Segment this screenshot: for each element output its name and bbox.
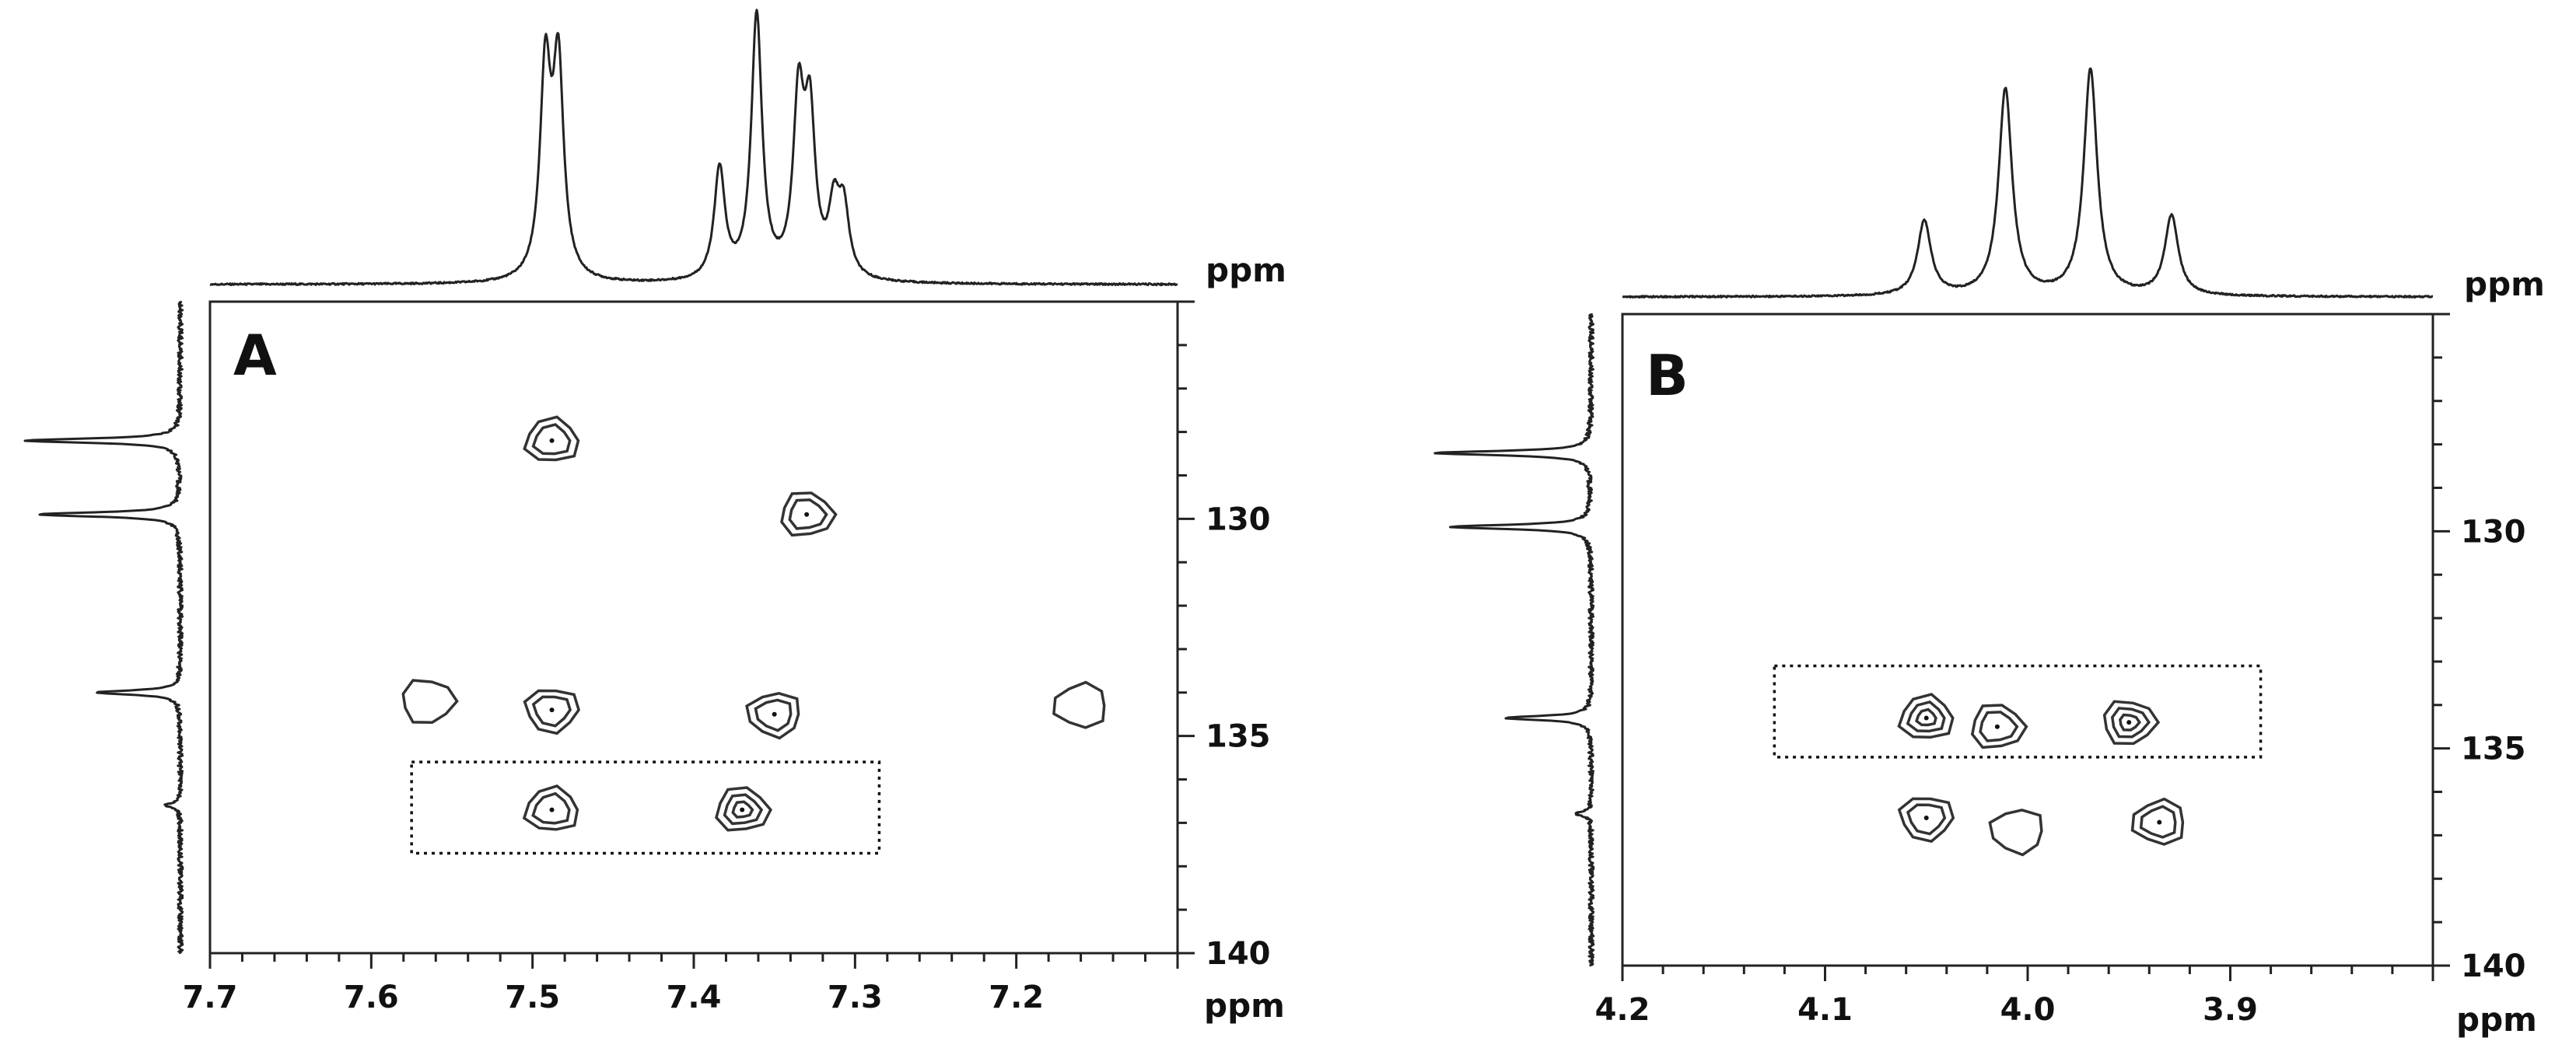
panel-b-letter: B	[1646, 343, 1689, 408]
cross-peak	[2102, 700, 2161, 746]
contour-level	[731, 800, 754, 819]
cross-peak	[1970, 704, 2028, 749]
contour-level	[2110, 707, 2151, 739]
cross-peak	[522, 784, 579, 831]
proton-projection-trace	[1622, 67, 2434, 299]
x-tick-label: 4.0	[2000, 992, 2056, 1028]
cross-peak	[1988, 809, 2043, 857]
cross-peak	[2130, 797, 2185, 846]
proton-projection-trace	[209, 9, 1178, 287]
y-tick-label: 135	[2461, 732, 2526, 767]
contour-level	[715, 786, 772, 832]
y-tick-label: 135	[1206, 719, 1271, 755]
contour-level	[523, 415, 580, 462]
cross-peak	[780, 491, 838, 537]
x-tick-label: 7.5	[505, 980, 560, 1015]
cross-peak	[1052, 680, 1106, 729]
panel-b-hsqc: B ppm ppm 4.2 4.1 4.0 3.9 130 135 140	[1433, 67, 2545, 1039]
panel-a-letter: A	[233, 323, 277, 388]
peak-center-dot	[2126, 720, 2132, 725]
cross-peak	[715, 786, 772, 832]
contour-level	[522, 784, 579, 831]
contour-level	[1897, 797, 1955, 844]
contour-level	[523, 689, 581, 735]
x-tick-label: 4.1	[1797, 992, 1853, 1028]
cross-peak	[1897, 797, 1955, 844]
contour-level	[1979, 711, 2019, 742]
carbon-projection-trace	[1433, 313, 1595, 967]
panel-a-plot-frame	[208, 300, 1179, 955]
x-tick-label: 7.7	[183, 980, 238, 1015]
contour-level	[788, 498, 828, 530]
contour-level	[2102, 700, 2161, 746]
x-tick-label: 7.3	[828, 980, 883, 1015]
x-tick-label: 4.2	[1595, 992, 1650, 1028]
y-tick-label: 130	[1206, 501, 1271, 537]
y-tick-label: 140	[1206, 936, 1271, 972]
contour-level	[745, 691, 800, 740]
x-tick-label: 3.9	[2203, 992, 2258, 1028]
highlight-box	[1773, 664, 2263, 759]
peak-center-dot	[549, 438, 555, 443]
panel-b-plot-frame	[1621, 313, 2434, 967]
contour-level	[531, 423, 572, 456]
contour-level	[1906, 700, 1946, 733]
panel-b-x-unit: ppm	[2456, 1001, 2537, 1039]
peak-center-dot	[1994, 724, 2000, 729]
contour-level	[2119, 713, 2141, 732]
panel-a-x-unit: ppm	[1204, 987, 1285, 1025]
contour-level	[531, 695, 572, 728]
panel-a-top-unit: ppm	[1206, 251, 1286, 289]
cross-peak	[401, 679, 459, 724]
cross-peak	[1897, 693, 1955, 739]
contour-level	[1988, 809, 2043, 857]
contour-level	[780, 491, 838, 537]
panel-b-top-unit: ppm	[2464, 265, 2545, 303]
peak-center-dot	[740, 807, 745, 812]
contour-level	[754, 698, 793, 732]
contour-level	[2130, 797, 2185, 846]
cross-peak	[523, 689, 581, 735]
contour-level	[1915, 707, 1937, 727]
y-tick-label: 130	[2461, 514, 2526, 550]
contour-level	[1052, 680, 1106, 729]
peak-center-dot	[1923, 715, 1929, 721]
contour-level	[1897, 693, 1955, 739]
peak-center-dot	[2157, 819, 2162, 825]
cross-peak	[523, 415, 580, 462]
contour-level	[2139, 805, 2177, 839]
contour-level	[1906, 803, 1947, 836]
cross-peak	[745, 691, 800, 740]
carbon-projection-trace	[23, 300, 184, 955]
contour-level	[1970, 704, 2028, 749]
highlight-box	[410, 760, 881, 855]
peak-center-dot	[1923, 816, 1929, 821]
x-tick-label: 7.2	[989, 980, 1044, 1015]
contour-level	[401, 679, 459, 724]
peak-center-dot	[804, 512, 810, 517]
y-tick-label: 140	[2461, 948, 2526, 984]
peak-center-dot	[772, 711, 777, 717]
contour-level	[723, 793, 764, 826]
peak-center-dot	[549, 707, 555, 713]
contour-level	[531, 791, 571, 825]
x-tick-label: 7.6	[344, 980, 399, 1015]
peak-center-dot	[549, 807, 555, 812]
x-tick-label: 7.4	[667, 980, 722, 1015]
panel-a-hsqc: A ppm ppm 7.7 7.6 7.5 7.4 7.3 7.2 130 135 140	[23, 9, 1286, 1025]
